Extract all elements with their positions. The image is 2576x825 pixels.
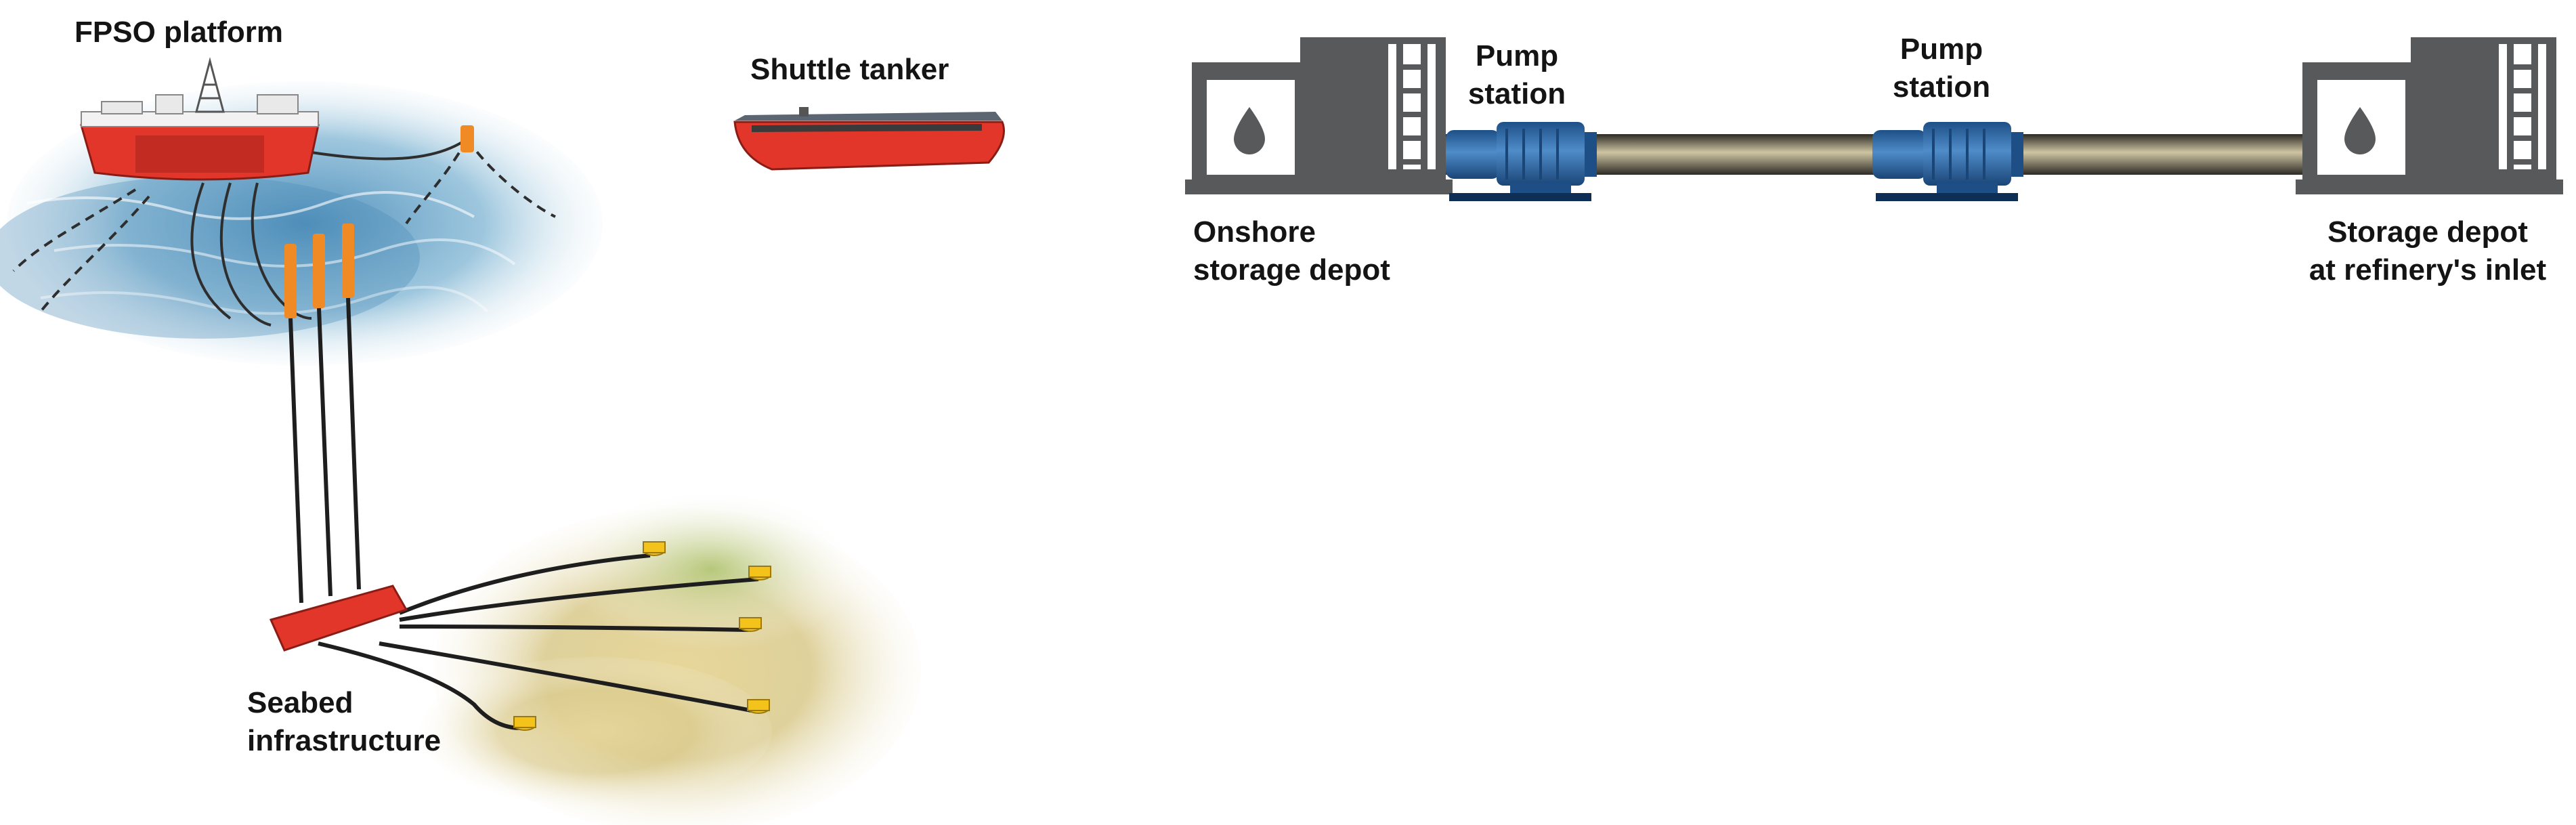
wellhead-icon xyxy=(643,541,666,556)
wellhead-icon xyxy=(747,699,770,714)
pump-station-2-line2: station xyxy=(1892,70,1991,104)
pump-station-2-icon xyxy=(1872,122,2023,201)
pump-station-2-label: Pump station xyxy=(1874,30,2009,106)
risers xyxy=(288,297,361,604)
refinery-storage-tank-icon xyxy=(2296,37,2563,194)
fpso-platform-label: FPSO platform xyxy=(74,16,284,49)
seabed-label-line1: Seabed xyxy=(247,686,353,719)
shuttle-tanker-icon xyxy=(733,107,1005,171)
pump-station-2-line1: Pump xyxy=(1899,33,1983,66)
riser-floats xyxy=(284,224,354,318)
seabed-infrastructure-label: Seabed infrastructure xyxy=(247,684,441,760)
wellhead-icon xyxy=(748,566,771,580)
seabed-area xyxy=(420,488,921,825)
wellheads xyxy=(513,541,771,731)
refinery-depot-line1: Storage depot xyxy=(2327,215,2528,249)
onshore-storage-depot-label: Onshore storage depot xyxy=(1193,213,1390,289)
fpso-vessel-icon xyxy=(80,57,320,181)
pump-station-1-line2: station xyxy=(1467,77,1566,110)
refinery-depot-line2: at refinery's inlet xyxy=(2309,253,2547,287)
wellhead-icon xyxy=(739,617,762,632)
onshore-depot-line2: storage depot xyxy=(1193,253,1390,287)
shuttle-tanker-label: Shuttle tanker xyxy=(750,53,949,86)
pump-station-1-icon xyxy=(1446,122,1597,201)
onshore-storage-tank-icon xyxy=(1185,37,1453,194)
pump-station-1-line1: Pump xyxy=(1475,39,1559,72)
mooring-lines xyxy=(12,138,556,326)
flowlines xyxy=(318,553,759,730)
pump-station-1-label: Pump station xyxy=(1449,37,1585,113)
wellhead-icon xyxy=(513,716,536,731)
refinery-storage-depot-label: Storage depot at refinery's inlet xyxy=(2285,213,2570,289)
seabed-manifold-icon xyxy=(269,585,408,652)
seabed-label-line2: infrastructure xyxy=(247,724,442,757)
mooring-buoy-icon xyxy=(460,125,474,152)
onshore-depot-line1: Onshore xyxy=(1193,215,1316,249)
